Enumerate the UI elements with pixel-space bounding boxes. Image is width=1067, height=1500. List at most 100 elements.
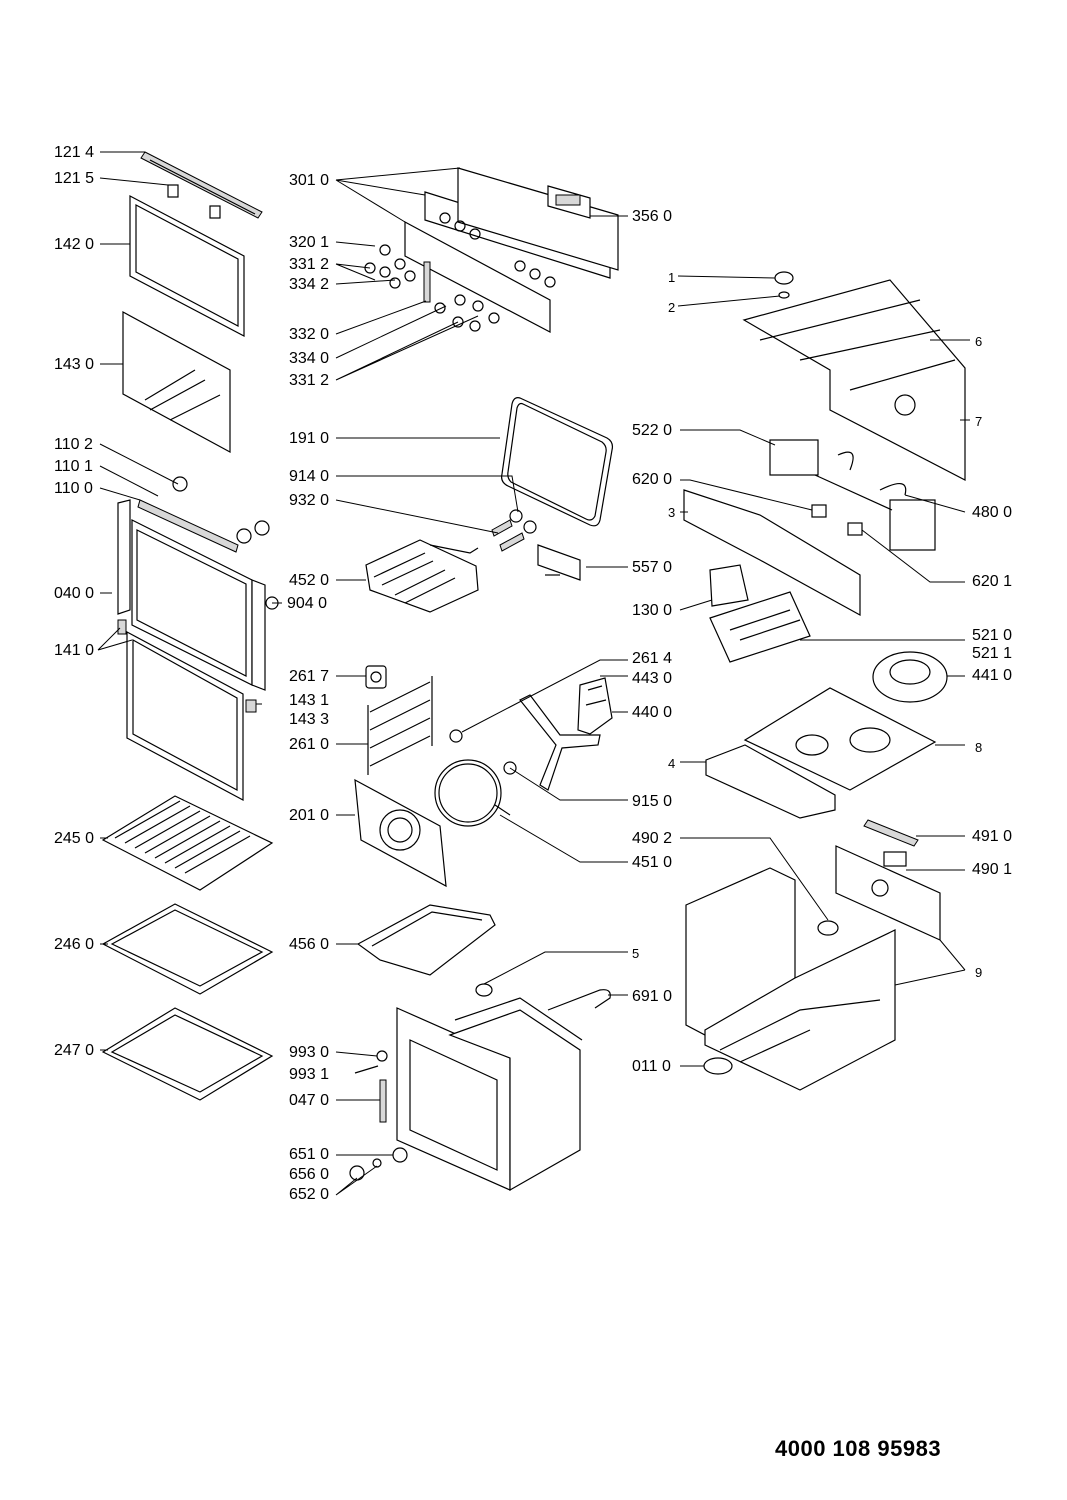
- back-panel-201-0: [354, 778, 447, 888]
- label-441-0: 441 0: [972, 667, 1013, 684]
- door-frame-141-0: [117, 499, 266, 691]
- label-356-0: 356 0: [632, 208, 673, 225]
- base-tray-8: [743, 687, 937, 791]
- label-110-1: 110 1: [54, 458, 93, 475]
- label-201-0: 201 0: [289, 807, 330, 824]
- label-2: 2: [668, 300, 676, 315]
- label-652-0: 652 0: [289, 1186, 330, 1203]
- label-246-0: 246 0: [54, 936, 95, 953]
- label-521-1: 521 1: [972, 645, 1013, 662]
- label-452-0: 452 0: [289, 572, 330, 589]
- label-451-0: 451 0: [632, 854, 673, 871]
- label-3: 3: [668, 505, 676, 520]
- inner-glass-143-0: [122, 310, 231, 454]
- label-456-0: 456 0: [289, 936, 330, 953]
- label-110-2: 110 2: [54, 436, 93, 453]
- side-rails-261-0: [367, 676, 433, 775]
- label-040-0: 040 0: [54, 585, 95, 602]
- grommet-490-2: [817, 920, 839, 936]
- label-331-2-lower: 331 2: [289, 372, 330, 389]
- bushings-914-932: [491, 509, 537, 552]
- outer-casing-9: [685, 867, 896, 1091]
- top-cover-6: [742, 279, 966, 481]
- label-620-0: 620 0: [632, 471, 673, 488]
- front-strip-4: [705, 744, 836, 819]
- label-334-2: 334 2: [289, 276, 330, 293]
- label-490-2: 490 2: [632, 830, 673, 847]
- label-143-3: 143 3: [289, 711, 330, 728]
- switches-620: [811, 504, 863, 536]
- label-914-0: 914 0: [289, 468, 330, 485]
- cable-bracket-3: [683, 489, 861, 617]
- label-332-0: 332 0: [289, 326, 330, 343]
- screw-261-4: [449, 729, 463, 743]
- grid-shelf-245-0: [101, 795, 274, 891]
- label-9: 9: [975, 965, 983, 980]
- label-142-0: 142 0: [54, 236, 95, 253]
- label-261-4: 261 4: [632, 650, 673, 667]
- grommet-1-2: [774, 271, 794, 299]
- fitting-5: [475, 983, 493, 997]
- label-490-1: 490 1: [972, 861, 1013, 878]
- label-143-0: 143 0: [54, 356, 95, 373]
- label-245-0: 245 0: [54, 830, 95, 847]
- label-651-0: 651 0: [289, 1146, 330, 1163]
- display-module-356-0: [547, 185, 591, 219]
- lamp-cover-261-7: [365, 665, 387, 689]
- top-grill-element-452-0: [365, 539, 479, 613]
- label-143-1: 143 1: [289, 692, 330, 709]
- label-656-0: 656 0: [289, 1166, 330, 1183]
- control-knobs-331-334: [364, 244, 500, 332]
- connector-490-1: [883, 851, 907, 867]
- hinge-brackets-121-5: [167, 184, 221, 219]
- label-1: 1: [668, 270, 676, 285]
- document-number: 4000 108 95983: [775, 1436, 942, 1461]
- label-261-0: 261 0: [289, 736, 330, 753]
- label-261-7: 261 7: [289, 668, 330, 685]
- label-011-0: 011 0: [632, 1058, 671, 1075]
- door-inner-panel: [126, 630, 244, 802]
- bolt-143-1: [245, 699, 257, 713]
- label-443-0: 443 0: [632, 670, 673, 687]
- door-seal-191-0: [501, 397, 614, 527]
- label-331-2-upper: 331 2: [289, 256, 330, 273]
- pcb-521: [709, 591, 811, 663]
- foot-011-0: [703, 1057, 733, 1075]
- label-522-0: 522 0: [632, 422, 673, 439]
- door-glass-142-0: [129, 195, 245, 337]
- terminal-491-0: [863, 819, 919, 847]
- label-4: 4: [668, 756, 676, 771]
- label-6: 6: [975, 334, 983, 349]
- label-8: 8: [975, 740, 983, 755]
- label-557-0: 557 0: [632, 559, 673, 576]
- label-620-1: 620 1: [972, 573, 1013, 590]
- label-301-0: 301 0: [289, 172, 330, 189]
- terminal-block-130-0: [709, 564, 749, 607]
- label-141-0: 141 0: [54, 642, 95, 659]
- label-130-0: 130 0: [632, 602, 673, 619]
- oven-cavity-muffle: [396, 997, 583, 1192]
- baking-tray-246-0: [101, 903, 274, 995]
- circular-element-451-0: [434, 759, 511, 827]
- label-121-5: 121 5: [54, 170, 95, 187]
- label-993-0: 993 0: [289, 1044, 330, 1061]
- label-334-0: 334 0: [289, 350, 330, 367]
- label-491-0: 491 0: [972, 828, 1013, 845]
- relay-module-522-0: [769, 439, 936, 551]
- label-521-0: 521 0: [972, 627, 1013, 644]
- door-handle-121-4: [140, 151, 263, 219]
- fan-motor-440-0: [577, 677, 613, 735]
- door-hinge-washers-110: [137, 476, 270, 553]
- cooling-fan-441-0: [872, 651, 948, 703]
- label-915-0: 915 0: [632, 793, 673, 810]
- label-7: 7: [975, 414, 983, 429]
- leader-lines: [97, 151, 970, 1196]
- label-110-0: 110 0: [54, 480, 93, 497]
- drip-pan-247-0: [101, 1007, 274, 1101]
- label-993-1: 993 1: [289, 1066, 330, 1083]
- label-932-0: 932 0: [289, 492, 330, 509]
- bottom-element-456-0: [356, 904, 496, 976]
- label-5: 5: [632, 946, 640, 961]
- label-480-0: 480 0: [972, 504, 1013, 521]
